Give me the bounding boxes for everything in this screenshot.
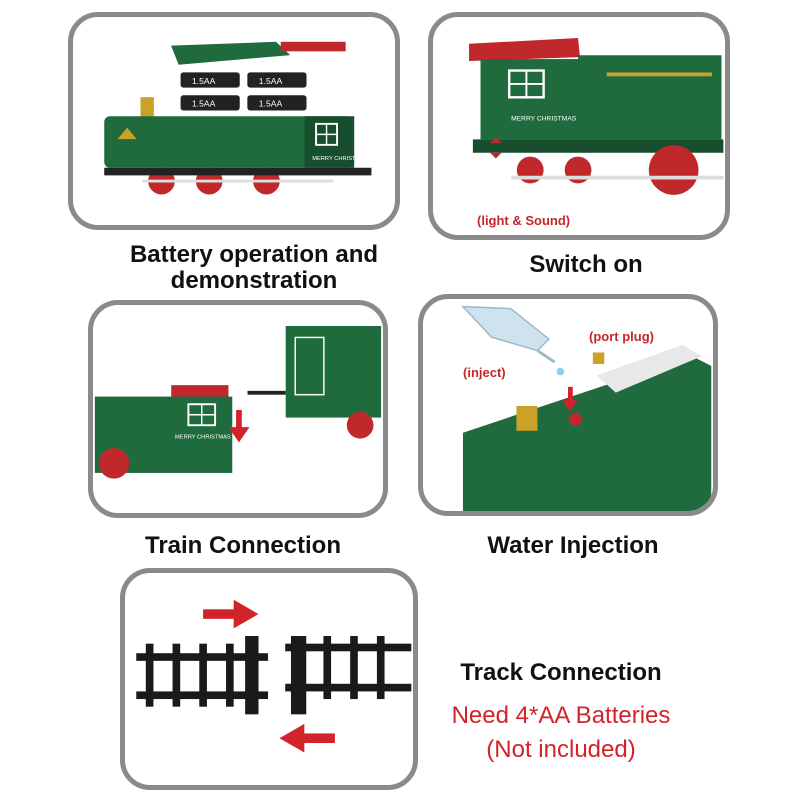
chimney [140, 97, 154, 119]
port-plug-icon [592, 352, 605, 364]
port-plug-label: (port plug) [589, 329, 654, 344]
track-connection-illustration [136, 599, 412, 753]
train-connection-illustration: MERRY CHRISTMAS [94, 325, 382, 479]
caption-train-connection: Train Connection [144, 532, 341, 559]
switch-indicator-icon [490, 137, 502, 159]
caption-battery-line2: demonstration [170, 267, 338, 294]
cab-roof [469, 38, 580, 61]
arrow-down-icon [562, 386, 578, 412]
loco-body [462, 356, 712, 511]
battery-label-1: 1.5AA [192, 76, 216, 86]
loco-merry-text: MERRY CHRISTMAS [175, 435, 231, 441]
panel-battery-operation: 1.5AA 1.5AA 1.5AA 1.5AA MERRY CHRISTMAS [68, 12, 400, 230]
track-segment-left [136, 636, 269, 715]
loco-body [578, 55, 722, 140]
switch-note: (light & Sound) [477, 213, 571, 228]
loco-merry-text: MERRY CHRISTMAS [312, 156, 368, 162]
cover-red-strip [280, 41, 346, 52]
water-tank-lid [596, 344, 702, 393]
caption-track-connection: Track Connection [460, 659, 662, 686]
batteries-note-line1: Need 4*AA Batteries [451, 702, 671, 729]
water-bottle-icon [461, 305, 565, 376]
arrow-right-icon [203, 599, 259, 629]
arrow-down-icon [228, 409, 250, 443]
caption-water-injection: Water Injection [487, 532, 659, 559]
tree-emblem [117, 127, 137, 140]
chimney [516, 405, 538, 431]
loco-cab [480, 59, 580, 140]
inject-label: (inject) [463, 365, 506, 380]
battery-label-3: 1.5AA [192, 99, 216, 109]
battery-label-2: 1.5AA [259, 76, 283, 86]
panel-train-connection: MERRY CHRISTMAS [88, 300, 388, 518]
caption-battery-line1: Battery operation and [129, 241, 379, 268]
caption-switch-on: Switch on [529, 251, 643, 278]
batteries-note-line2: (Not included) [486, 736, 636, 763]
panel-water-injection: (inject) (port plug) [418, 294, 718, 516]
wheel [346, 411, 374, 439]
coupler [247, 390, 286, 395]
battery-loco-illustration: 1.5AA 1.5AA 1.5AA 1.5AA MERRY CHRISTMAS [104, 41, 372, 195]
wagon-door [294, 336, 325, 396]
cab-roof [171, 385, 229, 401]
loco-body [104, 116, 353, 168]
chassis [104, 167, 372, 176]
loco-merry-text: MERRY CHRISTMAS [511, 115, 577, 122]
wheel [98, 448, 130, 479]
panel-track-connection [120, 568, 418, 790]
battery-icon: 1.5AA 1.5AA 1.5AA 1.5AA [180, 72, 307, 111]
panel-switch-on: MERRY CHRISTMAS (light & Sound) [428, 12, 730, 240]
battery-label-4: 1.5AA [259, 99, 283, 109]
water-injection-illustration [461, 305, 712, 511]
track-segment-right [285, 636, 412, 715]
battery-cover [171, 41, 291, 65]
arrow-left-icon [279, 723, 335, 753]
wheel [648, 145, 699, 195]
water-port [568, 412, 583, 427]
wagon-body [285, 325, 382, 418]
switch-loco-illustration: MERRY CHRISTMAS [469, 38, 724, 195]
